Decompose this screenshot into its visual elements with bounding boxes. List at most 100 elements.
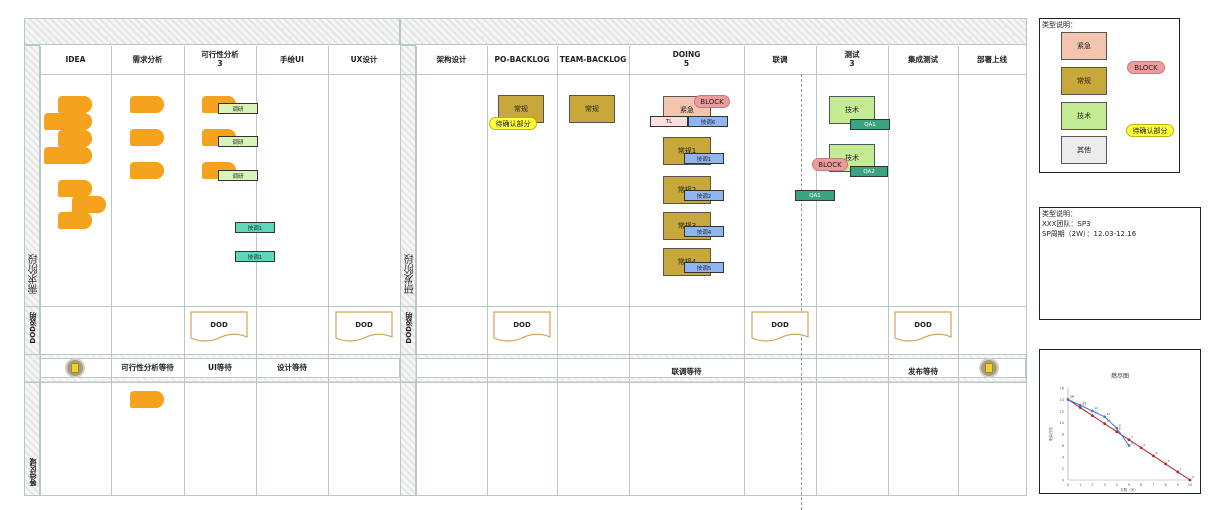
col-line — [184, 46, 185, 496]
data-point — [1103, 422, 1106, 426]
chart-title: 燃尽图 — [1111, 372, 1129, 380]
pending-confirmation-tag[interactable]: 待确认部分 — [489, 117, 537, 130]
research-subtask[interactable]: 调研 — [218, 170, 258, 181]
col-line — [256, 46, 257, 496]
data-label: 11 — [1107, 412, 1111, 416]
data-label: 13 — [1082, 403, 1086, 407]
legend-other-swatch: 其他 — [1061, 136, 1107, 164]
col-header-requirement-analysis[interactable]: 需求分析 — [111, 46, 184, 74]
idea-card[interactable] — [58, 113, 92, 130]
series-line — [1067, 399, 1130, 446]
y-tick-label: 4 — [1062, 456, 1065, 460]
col-line — [557, 46, 558, 496]
col-line — [40, 46, 41, 496]
y-tick-label: 10 — [1060, 421, 1064, 425]
dod-note-feasibility[interactable]: DOD — [190, 311, 248, 345]
idea-card[interactable] — [58, 180, 92, 197]
idea-card[interactable] — [58, 147, 92, 164]
data-label: 14 — [1070, 395, 1074, 399]
idea-card[interactable] — [58, 96, 92, 113]
x-tick-label: 10 — [1188, 483, 1192, 487]
dod-row-label-dev: DOD说明 — [405, 312, 413, 344]
col-header-idea[interactable]: IDEA — [40, 46, 111, 74]
col-line — [416, 46, 417, 496]
legend-normal-swatch: 常规 — [1061, 67, 1107, 95]
col-line — [958, 46, 959, 496]
data-label: 12 — [1094, 406, 1098, 410]
research-subtask[interactable]: 调研 — [218, 136, 258, 147]
block-tag[interactable]: BLOCK — [812, 158, 848, 171]
dod-label: DOD — [771, 321, 789, 329]
x-tick-label: 0 — [1067, 483, 1069, 487]
x-tick-label: 2 — [1091, 483, 1093, 487]
col-header-integration-test[interactable]: 集成测试 — [888, 46, 958, 74]
requirement-card[interactable] — [130, 129, 164, 146]
dod-label: DOD — [513, 321, 531, 329]
block-tag[interactable]: BLOCK — [694, 95, 730, 108]
col-title: 部署上线 — [977, 54, 1007, 64]
qa1-subtask[interactable]: QA1 — [850, 119, 890, 130]
requirement-card[interactable] — [130, 96, 164, 113]
col-header-architecture[interactable]: 架构设计 — [416, 46, 487, 74]
team-info-panel: 类型说明： XXX团队：SP3 SP周期（2W）：12.03-12.16 — [1039, 207, 1201, 320]
col-header-integration[interactable]: 联调 — [744, 46, 816, 74]
trash-bin-icon[interactable] — [65, 358, 85, 378]
data-label: 9 — [1119, 423, 1121, 427]
idea-card[interactable] — [58, 212, 92, 229]
board-border — [24, 18, 1027, 496]
data-label: 0 — [1192, 475, 1194, 479]
dod-document-icon — [190, 311, 248, 342]
research-subtask-5[interactable]: 技调5 — [684, 262, 724, 273]
col-title: UX设计 — [350, 54, 378, 64]
idea-card[interactable] — [58, 130, 92, 147]
tl-subtask[interactable]: TL — [650, 116, 688, 127]
x-tick-label: 1 — [1079, 483, 1081, 487]
waiting-requirement-card[interactable] — [130, 391, 164, 408]
col-header-deploy[interactable]: 部署上线 — [958, 46, 1026, 74]
research-subtask-6[interactable]: 技调6 — [688, 116, 728, 127]
research-subtask[interactable]: 调研 — [218, 103, 258, 114]
x-tick-label: 7 — [1152, 483, 1154, 487]
research-subtask-2[interactable]: 技调2 — [684, 190, 724, 201]
trash-bin-icon[interactable] — [979, 358, 999, 378]
integration-waiting-label: 联调等待 — [671, 367, 702, 376]
research-subtask-1[interactable]: 技调1 — [235, 222, 275, 233]
development-stage-label: 研发阶段 — [405, 254, 416, 294]
col-line — [744, 46, 745, 496]
y-tick-label: 0 — [1062, 479, 1064, 483]
qa2-subtask[interactable]: QA2 — [850, 166, 888, 177]
col-header-team-backlog[interactable]: TEAM-BACKLOG — [557, 46, 629, 74]
qa1-subtask[interactable]: QA1 — [795, 190, 835, 201]
release-waiting-label: 发布等待 — [908, 367, 938, 376]
dod-note-integration[interactable]: DOD — [751, 311, 809, 345]
data-label: 4 — [1155, 451, 1157, 455]
team-info-team: XXX团队：SP3 — [1042, 220, 1091, 228]
y-axis-label: 剩余任务 — [1048, 427, 1053, 441]
data-point — [1115, 426, 1119, 430]
header-divider — [40, 74, 1026, 75]
research-subtask-1[interactable]: 技调1 — [235, 251, 275, 262]
y-tick-label: 8 — [1062, 433, 1064, 437]
requirement-card[interactable] — [130, 162, 164, 179]
col-header-ux-design[interactable]: UX设计 — [328, 46, 400, 74]
col-title: 联调 — [772, 54, 788, 64]
dod-note-ux[interactable]: DOD — [335, 311, 393, 345]
x-axis-label: 天数（天） — [1120, 487, 1138, 492]
col-title: 手绘UI — [280, 54, 304, 64]
dod-note-po-backlog[interactable]: DOD — [493, 311, 551, 345]
design-waiting-label: 设计等待 — [277, 363, 307, 372]
idea-card[interactable] — [72, 196, 106, 213]
team-backlog-normal-card[interactable]: 常规 — [569, 95, 615, 123]
research-subtask-4[interactable]: 技调4 — [684, 226, 724, 237]
ui-waiting-label: UI等待 — [208, 363, 232, 372]
data-label: 3 — [1168, 459, 1170, 463]
research-subtask-1[interactable]: 技调1 — [684, 153, 724, 164]
dod-note-integration-test[interactable]: DOD — [894, 311, 952, 345]
col-header-hand-drawn-ui[interactable]: 手绘UI — [256, 46, 328, 74]
data-point — [1127, 444, 1131, 447]
col-header-po-backlog[interactable]: PO-BACKLOG — [487, 46, 557, 74]
data-point — [1103, 415, 1106, 419]
